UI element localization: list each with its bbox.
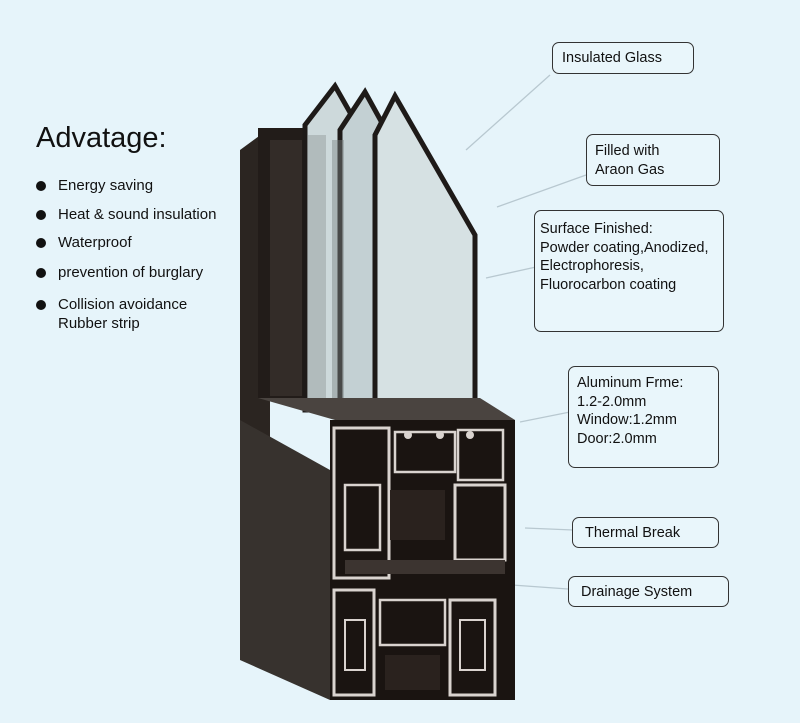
- advantage-text: prevention of burglary: [58, 264, 204, 281]
- callout-surface-finish: Surface Finished: Powder coating,Anodize…: [534, 210, 724, 332]
- bullet-icon: [36, 181, 46, 191]
- advantage-text: Heat & sound insulation: [58, 206, 217, 223]
- advantage-text: Collision avoidance: [58, 296, 188, 313]
- callout-aluminum-frame: Aluminum Frme: 1.2-2.0mm Window:1.2mm Do…: [568, 366, 719, 468]
- advantages-heading: Advatage:: [36, 122, 167, 154]
- callout-text: Electrophoresis,: [540, 258, 644, 274]
- profile-cross-section: [330, 420, 515, 700]
- frame-lower-side: [240, 420, 330, 700]
- callout-drainage-system: Drainage System: [568, 576, 729, 607]
- callout-argon-gas: Filled with Araon Gas: [586, 134, 720, 186]
- callout-text: Insulated Glass: [562, 50, 662, 66]
- bullet-icon: [36, 210, 46, 220]
- callout-text: Door:2.0mm: [577, 430, 657, 447]
- bullet-icon: [36, 300, 46, 310]
- advantage-text: Energy saving: [58, 177, 154, 194]
- frame-inner-face: [270, 140, 302, 396]
- bullet-icon: [36, 268, 46, 278]
- bullet-icon: [36, 238, 46, 248]
- callout-text: Araon Gas: [595, 161, 665, 178]
- callout-text: Surface Finished:: [540, 221, 653, 237]
- callout-text: Window:1.2mm: [577, 412, 677, 428]
- callout-text: Powder coating,Anodized,: [540, 239, 709, 256]
- callout-text: Filled with: [595, 143, 660, 159]
- callout-insulated-glass: Insulated Glass: [552, 42, 694, 74]
- advantage-text: Waterproof: [58, 234, 132, 251]
- callout-text: 1.2-2.0mm: [577, 393, 647, 410]
- callout-text: Fluorocarbon coating: [540, 276, 677, 293]
- callout-text: Drainage System: [581, 584, 693, 600]
- frame-sill-top: [258, 398, 515, 420]
- callout-text: Thermal Break: [585, 525, 681, 541]
- glass-panes: [302, 81, 478, 415]
- advantage-text-continued: Rubber strip: [58, 315, 140, 332]
- callout-text: Aluminum Frme:: [577, 375, 684, 391]
- leader-lines: [465, 74, 587, 590]
- callout-thermal-break: Thermal Break: [572, 517, 719, 548]
